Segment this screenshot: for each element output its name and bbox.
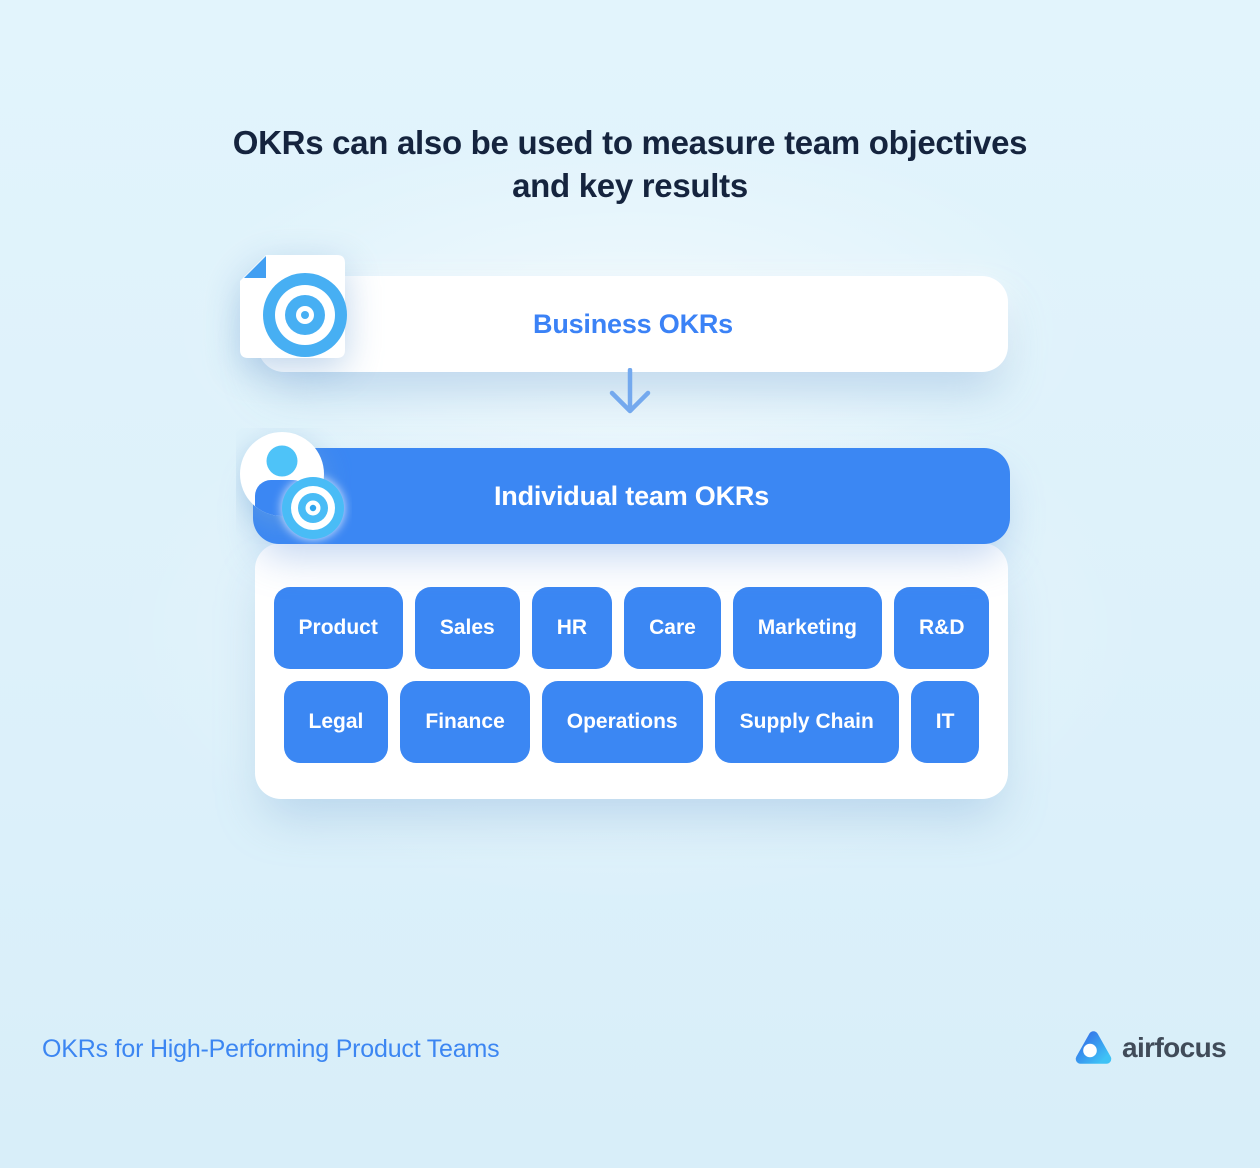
business-okrs-label: Business OKRs: [533, 308, 733, 339]
business-okrs-card: Business OKRs: [258, 276, 1008, 372]
team-chip-product: Product: [273, 587, 403, 669]
team-chip-rd: R&D: [893, 587, 990, 669]
team-chip-supply-chain: Supply Chain: [714, 681, 899, 763]
team-chip-operations: Operations: [541, 681, 703, 763]
page-title-line1: OKRs can also be used to measure team ob…: [232, 124, 1028, 161]
target-document-icon: [240, 255, 347, 358]
team-chip-marketing: Marketing: [732, 587, 882, 669]
team-row-2: Legal Finance Operations Supply Chain IT: [283, 681, 980, 763]
team-chip-legal: Legal: [283, 681, 389, 763]
team-row-1: Product Sales HR Care Marketing R&D: [273, 587, 990, 669]
person-target-icon: [240, 432, 344, 539]
individual-team-okrs-header: Individual team OKRs: [253, 448, 1010, 544]
down-arrow-icon: [609, 368, 651, 414]
team-chip-it: IT: [910, 681, 980, 763]
airfocus-logo-icon: [1075, 1031, 1112, 1064]
brand-name: airfocus: [1122, 1031, 1227, 1063]
team-chip-finance: Finance: [400, 681, 530, 763]
individual-team-okrs-label: Individual team OKRs: [493, 480, 770, 511]
team-chip-care: Care: [624, 587, 721, 669]
brand-logo: airfocus: [1074, 1028, 1227, 1067]
team-okrs-card: Product Sales HR Care Marketing R&D Lega…: [255, 543, 1008, 799]
page-title-line2: and key results: [512, 167, 748, 204]
team-chip-hr: HR: [531, 587, 613, 669]
page-title: OKRs can also be used to measure team ob…: [0, 121, 1260, 207]
footer-caption: OKRs for High-Performing Product Teams: [42, 1035, 500, 1063]
team-chip-sales: Sales: [414, 587, 520, 669]
